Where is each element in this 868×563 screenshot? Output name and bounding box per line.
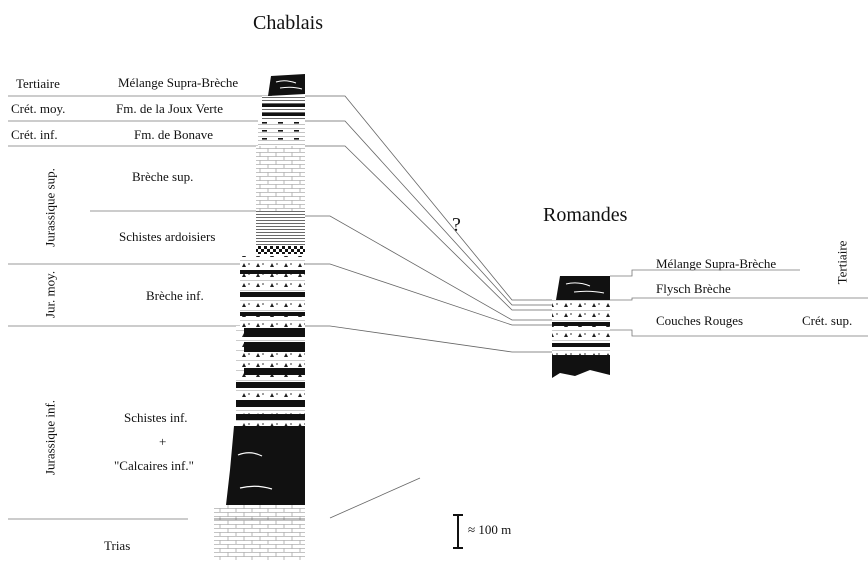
unit-breche-inf: Brèche inf. (146, 288, 204, 303)
title-chablais: Chablais (253, 12, 323, 34)
scale-label: ≈ 100 m (468, 522, 512, 537)
romandes-unit-flysch-breche: Flysch Brèche (656, 281, 731, 296)
question-mark: ? (452, 214, 461, 236)
unit-melange-supra-breche: Mélange Supra-Brèche (118, 75, 239, 90)
scale-bar (453, 514, 463, 549)
unit-breche-sup: Brèche sup. (132, 169, 194, 184)
chablais-column (214, 74, 305, 560)
unit-joux-verte: Fm. de la Joux Verte (116, 101, 223, 116)
unit-schistes-inf: Schistes inf. (124, 410, 188, 425)
romandes-age-cret-sup: Crét. sup. (802, 313, 853, 328)
age-cret-inf: Crét. inf. (11, 127, 58, 142)
unit-calcaires-inf: "Calcaires inf." (114, 458, 194, 473)
age-tertiaire: Tertiaire (16, 76, 60, 91)
romandes-unit-melange: Mélange Supra-Brèche (656, 256, 777, 271)
unit-plus: + (159, 434, 167, 449)
age-cret-moy: Crét. moy. (11, 101, 66, 116)
romandes-unit-couches-rouges: Couches Rouges (656, 313, 744, 328)
unit-bonave: Fm. de Bonave (134, 127, 214, 142)
unit-trias: Trias (104, 538, 131, 553)
unit-schistes-ardoisiers: Schistes ardoisiers (119, 229, 216, 244)
title-romandes: Romandes (543, 204, 628, 226)
romandes-column (552, 276, 610, 378)
